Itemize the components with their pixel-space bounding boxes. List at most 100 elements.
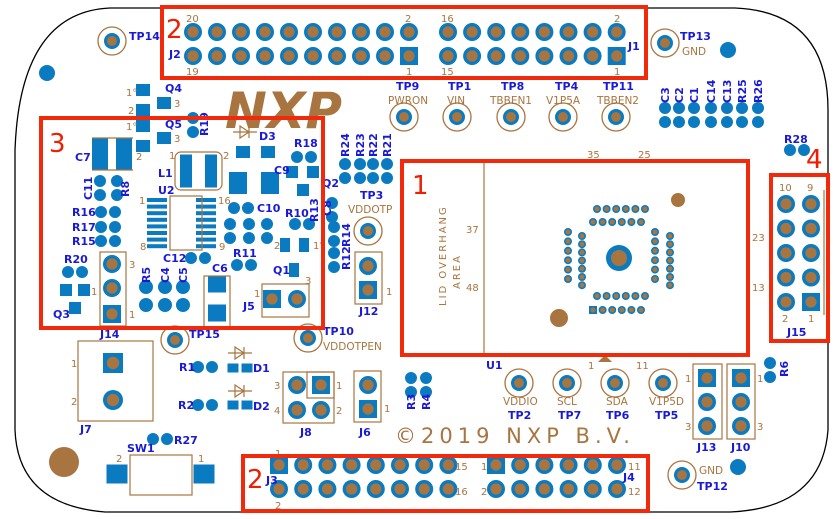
pad-copper bbox=[632, 293, 638, 299]
header-outline bbox=[726, 363, 756, 440]
smd-pad bbox=[176, 298, 190, 312]
pad-copper bbox=[466, 26, 478, 38]
components-j1-ref-label: J1 bbox=[627, 40, 640, 53]
components-j4-ref-label: J4 bbox=[622, 471, 635, 484]
pad-copper bbox=[652, 229, 658, 235]
smd-pad bbox=[420, 372, 432, 384]
silkscreen-layer bbox=[77, 26, 825, 496]
pad-copper bbox=[565, 267, 571, 273]
pad-copper bbox=[638, 307, 644, 313]
board-lid_overhang-1-label: AREA bbox=[452, 254, 463, 289]
smd-pad bbox=[136, 104, 150, 116]
pad-copper bbox=[563, 459, 575, 471]
pad-copper bbox=[514, 459, 526, 471]
components-j13-ref-label: J13 bbox=[696, 441, 716, 454]
components-j14-pins-1-label: 1 bbox=[129, 310, 135, 321]
pad-copper bbox=[315, 379, 327, 391]
pad-copper bbox=[106, 258, 118, 270]
ic-outline bbox=[169, 195, 203, 251]
pad-copper bbox=[701, 420, 713, 432]
components-sw1-pins-1-label: 1 bbox=[198, 454, 204, 465]
test_points-tp4-net-label: V1P5A bbox=[546, 95, 581, 107]
smd-pad bbox=[289, 218, 301, 230]
pad-copper bbox=[565, 248, 571, 254]
pad-copper bbox=[187, 50, 199, 62]
passives-d2-label: D2 bbox=[253, 400, 270, 413]
components-l1-ref-label: L1 bbox=[158, 167, 173, 180]
pad-copper bbox=[307, 26, 319, 38]
smd-pad bbox=[307, 166, 319, 178]
smd-pad bbox=[243, 232, 255, 244]
smd-pad bbox=[192, 399, 204, 411]
passives-r26-label: R26 bbox=[752, 79, 765, 103]
pad-copper bbox=[780, 222, 792, 235]
smd-pad bbox=[326, 197, 338, 209]
passives-c13-label: C13 bbox=[721, 80, 734, 103]
pad-copper bbox=[701, 372, 713, 384]
smd-pad bbox=[245, 259, 257, 271]
components-q3-pins-0-label: 1 bbox=[91, 287, 97, 298]
components-j3-ref-label: J3 bbox=[265, 474, 278, 487]
pad-copper bbox=[291, 379, 303, 391]
pad-copper bbox=[399, 112, 409, 122]
components-j14-ref-label: J14 bbox=[99, 328, 120, 341]
smd-pad bbox=[227, 400, 239, 410]
smd-pad bbox=[405, 386, 417, 398]
callouts-box2_top-label: 2 bbox=[166, 15, 183, 45]
pad-copper bbox=[538, 50, 550, 62]
pad-copper bbox=[418, 459, 430, 471]
pad-copper bbox=[514, 483, 526, 495]
board-lid_overhang-0-label: LID OVERHANG bbox=[438, 205, 449, 306]
pad-copper bbox=[579, 258, 585, 264]
smd-pad bbox=[673, 102, 685, 114]
smd-pad bbox=[736, 102, 748, 114]
pad-copper bbox=[628, 307, 634, 313]
pad-copper bbox=[259, 26, 271, 38]
smd-pad bbox=[206, 399, 218, 411]
passives-r25-label: R25 bbox=[736, 79, 749, 103]
test_points-tp15-ref-label: TP15 bbox=[189, 328, 220, 341]
components-j2-pins-2-label: 2 bbox=[405, 14, 411, 25]
smd-pad bbox=[326, 211, 338, 223]
smd-pad bbox=[147, 217, 167, 222]
test-point-ring bbox=[293, 323, 323, 353]
smd-pad bbox=[242, 202, 254, 214]
copper-dot bbox=[550, 309, 568, 327]
smd-pad bbox=[196, 198, 216, 202]
components-j7-pins-1-label: 2 bbox=[71, 397, 77, 408]
pad-copper bbox=[490, 459, 502, 471]
components-j3-pins-3-label: 16 bbox=[455, 487, 468, 498]
pad-copper bbox=[355, 50, 367, 62]
passives-d3-label: D3 bbox=[259, 130, 276, 143]
smd-pad bbox=[764, 371, 776, 383]
smd-pad bbox=[60, 284, 72, 296]
components-j2-ref-label: J2 bbox=[168, 48, 181, 61]
passives-r16-label: R16 bbox=[72, 206, 96, 219]
components-u1-pins-3-label: 48 bbox=[466, 283, 479, 294]
callouts-box4-label: 4 bbox=[806, 145, 823, 175]
smd-pad bbox=[95, 206, 107, 218]
components-j15-pins-0-label: 10 bbox=[779, 183, 792, 194]
test_points-tp7-ref-label: TP7 bbox=[558, 409, 581, 422]
components-q4-pins-2-label: 3 bbox=[174, 99, 180, 110]
components-j13-pins-1-label: 3 bbox=[685, 422, 691, 433]
pad-copper bbox=[587, 26, 599, 38]
smd-pad bbox=[199, 252, 211, 264]
test_points-tp6-ref-label: TP6 bbox=[606, 409, 630, 422]
passives-r19-label: R19 bbox=[198, 112, 211, 136]
smd-pad bbox=[157, 97, 171, 109]
smd-pad bbox=[157, 132, 171, 144]
pad-copper bbox=[642, 293, 648, 299]
components-u2-pins-2-label: 8 bbox=[140, 242, 146, 253]
smd-pad bbox=[303, 218, 315, 230]
components-q4-ref-label: Q4 bbox=[165, 82, 182, 95]
pad-copper bbox=[563, 483, 575, 495]
passives-c10-label: C10 bbox=[257, 202, 281, 215]
callouts-box3-label: 3 bbox=[49, 129, 66, 159]
pad-copper bbox=[565, 257, 571, 263]
passives-r24-label: R24 bbox=[339, 133, 352, 157]
smd-pad bbox=[196, 211, 216, 216]
pad-copper bbox=[106, 356, 120, 370]
